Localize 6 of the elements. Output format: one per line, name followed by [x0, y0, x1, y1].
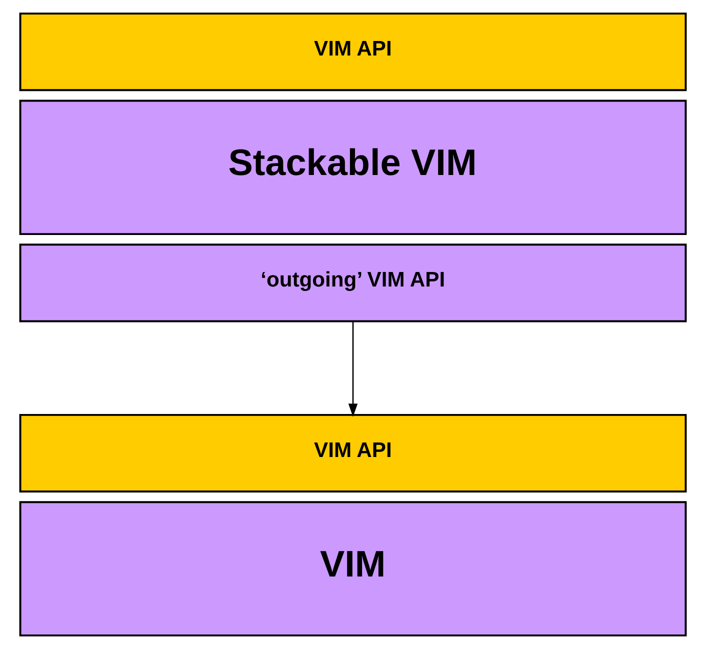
node-box: Stackable VIM: [18, 100, 686, 236]
node-box: VIM API: [18, 12, 686, 92]
node-box: VIM: [18, 501, 686, 636]
node-box: ‘outgoing’ VIM API: [18, 244, 686, 322]
arrow: [348, 321, 358, 417]
node-box: VIM API: [18, 414, 686, 492]
